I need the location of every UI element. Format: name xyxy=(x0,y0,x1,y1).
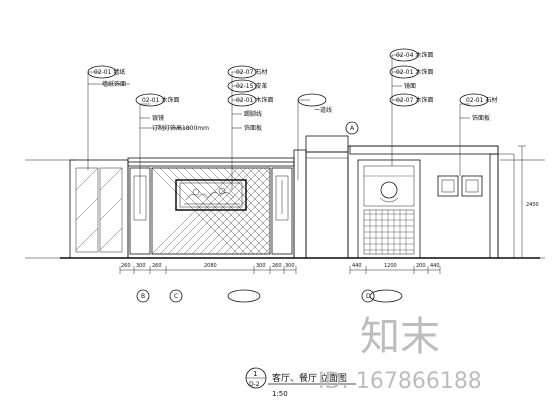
callout-label: 02-04 木饰面 xyxy=(396,51,433,59)
pattern-line xyxy=(167,167,255,255)
callout-label: 02-01 墙纸 xyxy=(94,68,125,76)
title-index-top: 1 xyxy=(253,370,257,378)
diamond-pattern xyxy=(151,167,271,255)
drawing-title: 客厅、餐厅 立面图 xyxy=(272,372,347,384)
pattern-line xyxy=(247,167,271,191)
dimension-label: 1200 xyxy=(384,263,397,269)
title-block: 1 D-2 客厅、餐厅 立面图 1:50 xyxy=(245,367,356,398)
callout-label: 02-15 皮革 xyxy=(236,82,267,90)
pattern-line xyxy=(255,167,271,183)
note-label: 订制灯饰高1800mm xyxy=(152,124,209,132)
dimension-label: 440 xyxy=(430,263,440,269)
dimension-label: 260 xyxy=(121,263,131,269)
note-label: 镜面 xyxy=(404,82,416,90)
section-tag-label: C xyxy=(174,293,178,300)
section-tag xyxy=(136,289,150,303)
pattern-line xyxy=(191,175,271,255)
callout-labels-right: 02-04 木饰面 02-01 木饰面 02-07 木饰面 02-01 石材 镜… xyxy=(396,51,497,122)
callout-label: 02-01 木饰面 xyxy=(236,96,273,104)
pattern-line xyxy=(263,247,271,255)
callout-bubble xyxy=(227,79,257,93)
title-index-bottom: D-2 xyxy=(249,381,260,388)
watermark: 知末 ID: 167866188 xyxy=(318,314,482,394)
callout-bubble xyxy=(389,65,419,79)
pattern-line xyxy=(223,207,271,255)
callout-bubble xyxy=(459,93,489,107)
dimension-label: 300 xyxy=(256,263,266,269)
pattern-line xyxy=(183,167,271,255)
callout-label: 02-07 石材 xyxy=(236,68,267,76)
pattern-line xyxy=(255,239,271,255)
watermark-logo: 知末 xyxy=(360,314,440,360)
callout-bubble xyxy=(369,289,403,303)
callout-label: 02-07 木饰面 xyxy=(396,96,433,104)
pattern-line xyxy=(159,167,247,255)
pattern-line xyxy=(207,167,271,231)
callout-bubble xyxy=(389,93,419,107)
note-label: 踢脚线 xyxy=(244,110,262,118)
left-glass-door xyxy=(69,159,129,259)
pattern-line xyxy=(215,199,271,255)
right-wall xyxy=(347,145,515,259)
dimension-label: 440 xyxy=(352,263,362,269)
pattern-line xyxy=(175,167,263,255)
callout-bubble xyxy=(227,289,261,303)
tile-grid xyxy=(364,210,414,254)
callouts-left xyxy=(87,71,310,190)
note-label: 饰面板 xyxy=(472,114,490,122)
pattern-line xyxy=(215,167,271,223)
section-tag xyxy=(361,289,375,303)
dimension-label: 200 xyxy=(416,263,426,269)
pattern-line xyxy=(207,191,271,255)
watermark-id: ID: 167866188 xyxy=(318,369,482,394)
dimension-label: 260 xyxy=(272,263,282,269)
callout-bubble xyxy=(135,93,165,107)
dimension-label: 300 xyxy=(285,263,295,269)
callout-bubble xyxy=(297,93,327,107)
note-label: 银镜 xyxy=(152,114,164,122)
callout-label: 02-01 石材 xyxy=(466,96,497,104)
section-tag-label: A xyxy=(350,125,355,132)
dimension-label: 260 xyxy=(152,263,162,269)
drawing-scale: 1:50 xyxy=(272,390,288,398)
callout-bubble xyxy=(389,48,419,62)
section-tag xyxy=(169,289,183,303)
pattern-line xyxy=(199,183,271,255)
dimension-labels: 260 300 260 2080 300 260 300 440 1200 20… xyxy=(121,202,539,269)
section-tag-labels: A B C D xyxy=(141,125,371,300)
note-label: 饰面板 xyxy=(244,124,262,132)
pattern-line xyxy=(151,167,239,255)
dimension-label: 2080 xyxy=(204,263,217,269)
note-label: 墙纸饰面 xyxy=(102,80,126,88)
pattern-line xyxy=(263,167,271,175)
callout-labels-left: 02-01 墙纸 02-01 木饰面 02-07 石材 02-15 皮革 02-… xyxy=(94,68,332,132)
section-tag-label: B xyxy=(141,293,145,300)
pattern-line xyxy=(247,231,271,255)
pattern-line xyxy=(223,167,271,215)
feature-wall xyxy=(127,157,295,259)
callout-label: 02-01 木饰面 xyxy=(142,96,179,104)
note-label: 一道线 xyxy=(314,106,332,114)
section-tag-label: D xyxy=(366,293,371,300)
callout-bubble xyxy=(227,93,257,107)
pattern-line xyxy=(239,167,271,199)
section-tag xyxy=(345,121,359,135)
dimension-lines xyxy=(119,145,526,274)
callout-bubble xyxy=(227,65,257,79)
pattern-line xyxy=(231,167,271,207)
dimension-label: 2400 xyxy=(526,202,539,208)
pattern-line xyxy=(239,223,271,255)
middle-column xyxy=(293,135,349,259)
callouts-right xyxy=(391,54,470,176)
callout-bubble xyxy=(87,65,117,79)
callout-label: 02-01 木饰面 xyxy=(396,68,433,76)
dimension-label: 300 xyxy=(136,263,146,269)
floor-line xyxy=(25,159,545,259)
pattern-line xyxy=(231,215,271,255)
